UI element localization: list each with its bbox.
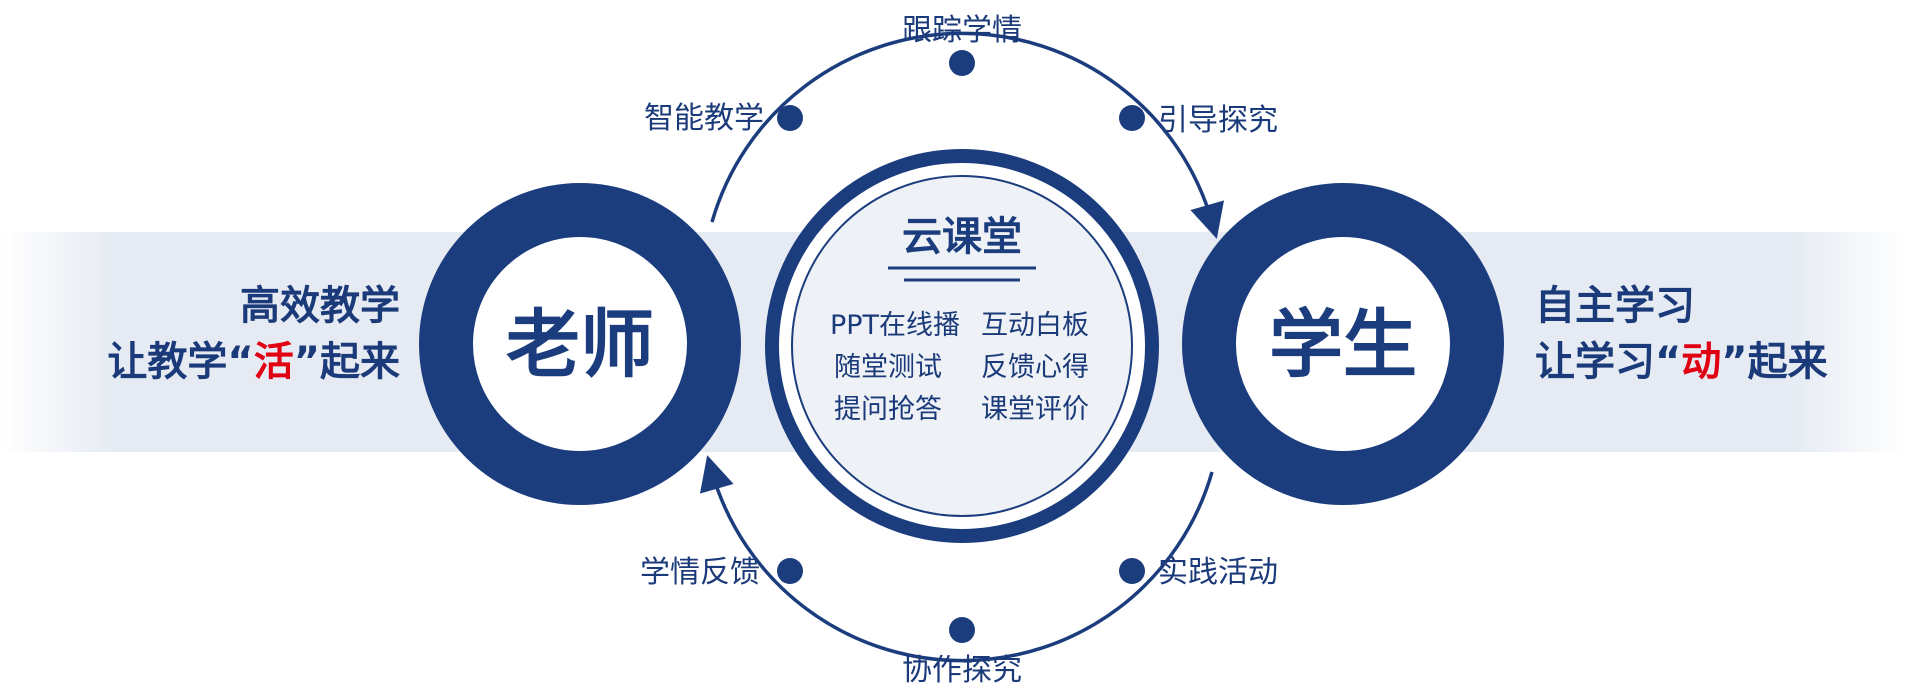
left-slogan-line2: 让教学“活”起来 bbox=[107, 334, 400, 390]
right-slogan-suffix: ”起来 bbox=[1721, 339, 1828, 385]
left-slogan-suffix: ”起来 bbox=[293, 339, 400, 385]
cycle-step-label: 实践活动 bbox=[1158, 555, 1278, 590]
feature-label: 课堂评价 bbox=[981, 394, 1089, 425]
center-title: 云课堂 bbox=[902, 214, 1022, 260]
right-slogan: 自主学习 让学习“动”起来 bbox=[1535, 278, 1828, 390]
feature-label: 反馈心得 bbox=[981, 352, 1089, 383]
cycle-step-dot bbox=[949, 50, 975, 76]
cycle-step-label: 智能教学 bbox=[644, 101, 764, 136]
right-slogan-prefix: 让学习“ bbox=[1535, 339, 1682, 385]
cycle-step-dot bbox=[1119, 558, 1145, 584]
cycle-step-label: 协作探究 bbox=[902, 653, 1022, 688]
teacher-label: 老师 bbox=[506, 302, 654, 388]
teacher-node: 老师 bbox=[419, 183, 741, 505]
left-slogan-line1: 高效教学 bbox=[240, 283, 400, 329]
right-slogan-highlight: 动 bbox=[1681, 339, 1722, 385]
right-slogan-line2: 让学习“动”起来 bbox=[1535, 334, 1828, 390]
left-slogan-prefix: 让教学“ bbox=[107, 339, 254, 385]
feature-label: 互动白板 bbox=[981, 310, 1089, 341]
left-slogan-highlight: 活 bbox=[253, 339, 294, 385]
feature-label: PPT在线播 bbox=[830, 310, 960, 341]
student-node: 学生 bbox=[1182, 183, 1504, 505]
right-slogan-line1: 自主学习 bbox=[1535, 283, 1695, 329]
feature-label: 提问抢答 bbox=[834, 394, 942, 425]
cycle-step-label: 跟踪学情 bbox=[902, 13, 1022, 48]
top-cycle-arc bbox=[710, 31, 1224, 239]
bottom-cycle-arc bbox=[700, 455, 1214, 663]
cycle-step-dot bbox=[777, 558, 803, 584]
cycle-step-label: 学情反馈 bbox=[640, 555, 760, 590]
feature-label: 随堂测试 bbox=[834, 352, 942, 383]
student-label: 学生 bbox=[1269, 302, 1417, 388]
cycle-step-dot bbox=[949, 617, 975, 643]
cloud-classroom-node: 云课堂 PPT在线播 互动白板 随堂测试 反馈心得 提问抢答 课堂评价 bbox=[765, 149, 1159, 543]
left-slogan: 高效教学 让教学“活”起来 bbox=[107, 278, 400, 390]
cycle-step-dot bbox=[777, 105, 803, 131]
cycle-step-label: 引导探究 bbox=[1158, 103, 1278, 138]
cycle-step-dot bbox=[1119, 105, 1145, 131]
